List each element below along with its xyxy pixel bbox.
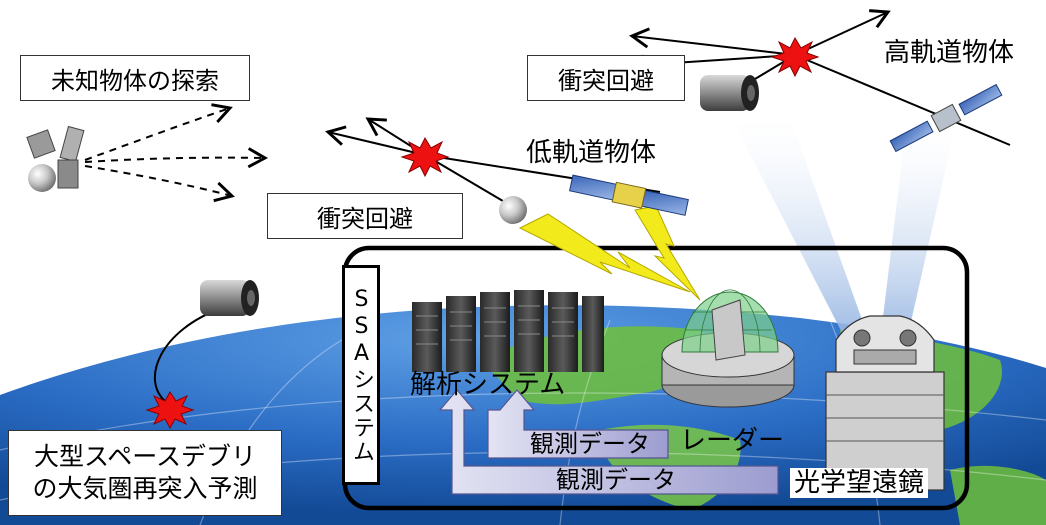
burst-icon-high bbox=[770, 36, 820, 78]
analysis-system-label: 解析システム bbox=[410, 370, 566, 400]
telescope-icon bbox=[825, 315, 945, 491]
low-orbit-object-label: 低軌道物体 bbox=[526, 138, 657, 168]
unknown-object-search-label: 未知物体の探索 bbox=[20, 55, 250, 101]
burst-icon-reentry bbox=[145, 391, 195, 430]
exploration-dashed-arrows bbox=[84, 103, 269, 203]
observation-data-arrow-upper bbox=[487, 389, 669, 459]
observation-data-arrow-lower bbox=[438, 389, 779, 495]
low-orbit-collision-avoidance-label: 衝突回避 bbox=[267, 193, 463, 239]
debris-cylinder-icon-reentry bbox=[200, 280, 259, 316]
ssa-system-label: SSAシステム bbox=[342, 265, 380, 485]
large-debris-reentry-prediction-label: 大型スペースデブリ の大気圏再突入予測 bbox=[8, 430, 282, 516]
debris-sphere-icon bbox=[499, 196, 527, 224]
telescope-beams bbox=[735, 118, 955, 348]
high-orbit-satellite-icon bbox=[889, 83, 1003, 153]
server-racks-icon bbox=[412, 290, 604, 372]
collision-burst-icons bbox=[145, 36, 820, 430]
high-orbit-object-label: 高軌道物体 bbox=[884, 38, 1015, 68]
radar-dome-icon bbox=[661, 289, 795, 408]
optical-telescope-label: 光学望遠鏡 bbox=[790, 468, 929, 498]
unknown-debris-cluster-icon bbox=[26, 125, 85, 192]
debris-cylinder-icon-high bbox=[700, 75, 759, 111]
radar-label: レーダー bbox=[680, 426, 785, 456]
reentry-trajectory bbox=[153, 307, 223, 403]
burst-icon-low bbox=[400, 136, 450, 178]
reentry-label-line1: 大型スペースデブリ bbox=[33, 441, 256, 471]
high-orbit-collision-avoidance-label: 衝突回避 bbox=[527, 55, 685, 101]
reentry-label-line2: の大気圏再突入予測 bbox=[32, 474, 258, 503]
observation-data-label-upper: 観測データ bbox=[530, 430, 650, 458]
low-orbit-satellite-icon bbox=[569, 174, 689, 216]
radar-lightning-bolts bbox=[518, 205, 701, 301]
observation-data-label-lower: 観測データ bbox=[556, 466, 676, 494]
